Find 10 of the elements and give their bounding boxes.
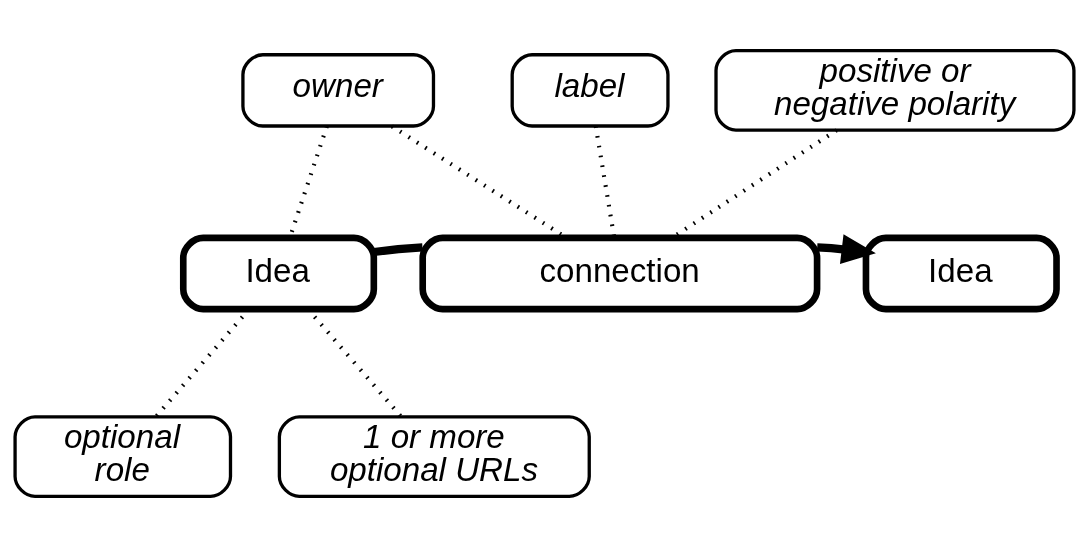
connector: [373, 243, 423, 257]
node-box: owner: [241, 53, 436, 128]
node-box: Idea: [179, 234, 378, 313]
node-box: Idea: [862, 234, 1060, 313]
node-box: positive or negative polarity: [714, 48, 1076, 132]
node-box: optional role: [13, 415, 233, 499]
node-box: label: [510, 53, 670, 128]
node-box: connection: [419, 234, 821, 313]
arrow: [817, 234, 876, 265]
node-box: 1 or more optional URLs: [277, 415, 591, 499]
